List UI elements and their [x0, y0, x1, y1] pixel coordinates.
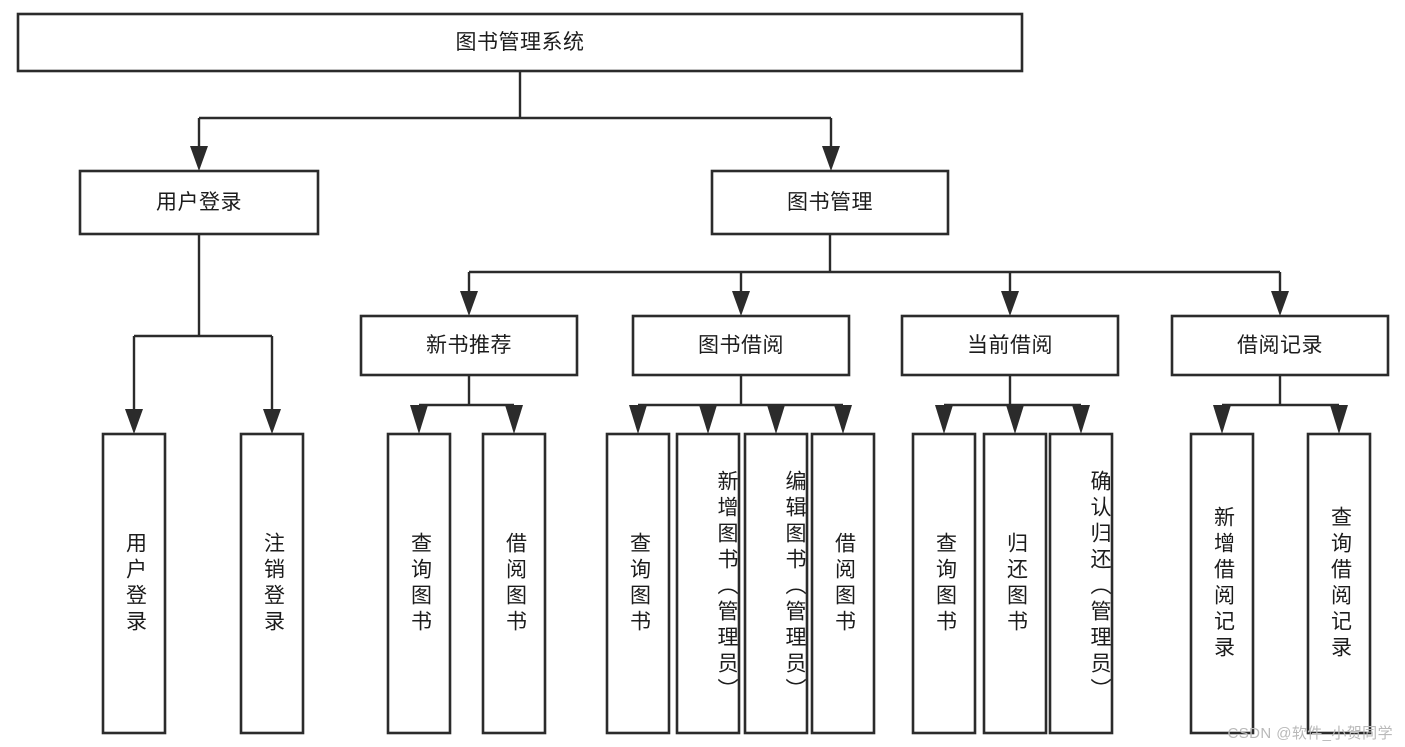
node-box-borrow-record[interactable]: [1170, 314, 1390, 377]
node-box-leaf-user-login[interactable]: [101, 432, 167, 735]
node-box-leaf-query-book-borrow[interactable]: [605, 432, 671, 735]
node-box-leaf-confirm-return-admin[interactable]: [1048, 432, 1114, 735]
node-box-user-login[interactable]: [78, 169, 320, 236]
node-box-leaf-query-book-current[interactable]: [911, 432, 977, 735]
node-box-leaf-query-book-recommend[interactable]: [386, 432, 452, 735]
node-box-current-borrow[interactable]: [900, 314, 1120, 377]
connector-user-login-to-leaves: [125, 234, 281, 434]
node-box-leaf-edit-book-admin[interactable]: [743, 432, 809, 735]
csdn-watermark: CSDN @软件_小贺同学: [1227, 725, 1393, 742]
node-box-leaf-query-borrow-record[interactable]: [1306, 432, 1372, 735]
node-box-leaf-user-logout[interactable]: [239, 432, 305, 735]
node-box-leaf-return-book[interactable]: [982, 432, 1048, 735]
connector-current-borrow-to-leaves: [935, 375, 1090, 434]
node-box-book-manage[interactable]: [710, 169, 950, 236]
node-box-root[interactable]: [16, 12, 1024, 73]
connector-new-book-recommend-to-leaves: [410, 375, 523, 434]
connector-borrow-record-to-leaves: [1213, 375, 1348, 434]
node-box-leaf-borrow-book[interactable]: [810, 432, 876, 735]
connector-book-borrow-to-leaves: [629, 375, 852, 434]
node-box-leaf-add-book-admin[interactable]: [675, 432, 741, 735]
node-box-new-book-recommend[interactable]: [359, 314, 579, 377]
connector-book-manage-to-level3: [460, 234, 1289, 316]
connector-root-to-level2: [190, 71, 840, 171]
node-box-leaf-add-borrow-record[interactable]: [1189, 432, 1255, 735]
node-box-leaf-borrow-book-recommend[interactable]: [481, 432, 547, 735]
node-box-book-borrow[interactable]: [631, 314, 851, 377]
